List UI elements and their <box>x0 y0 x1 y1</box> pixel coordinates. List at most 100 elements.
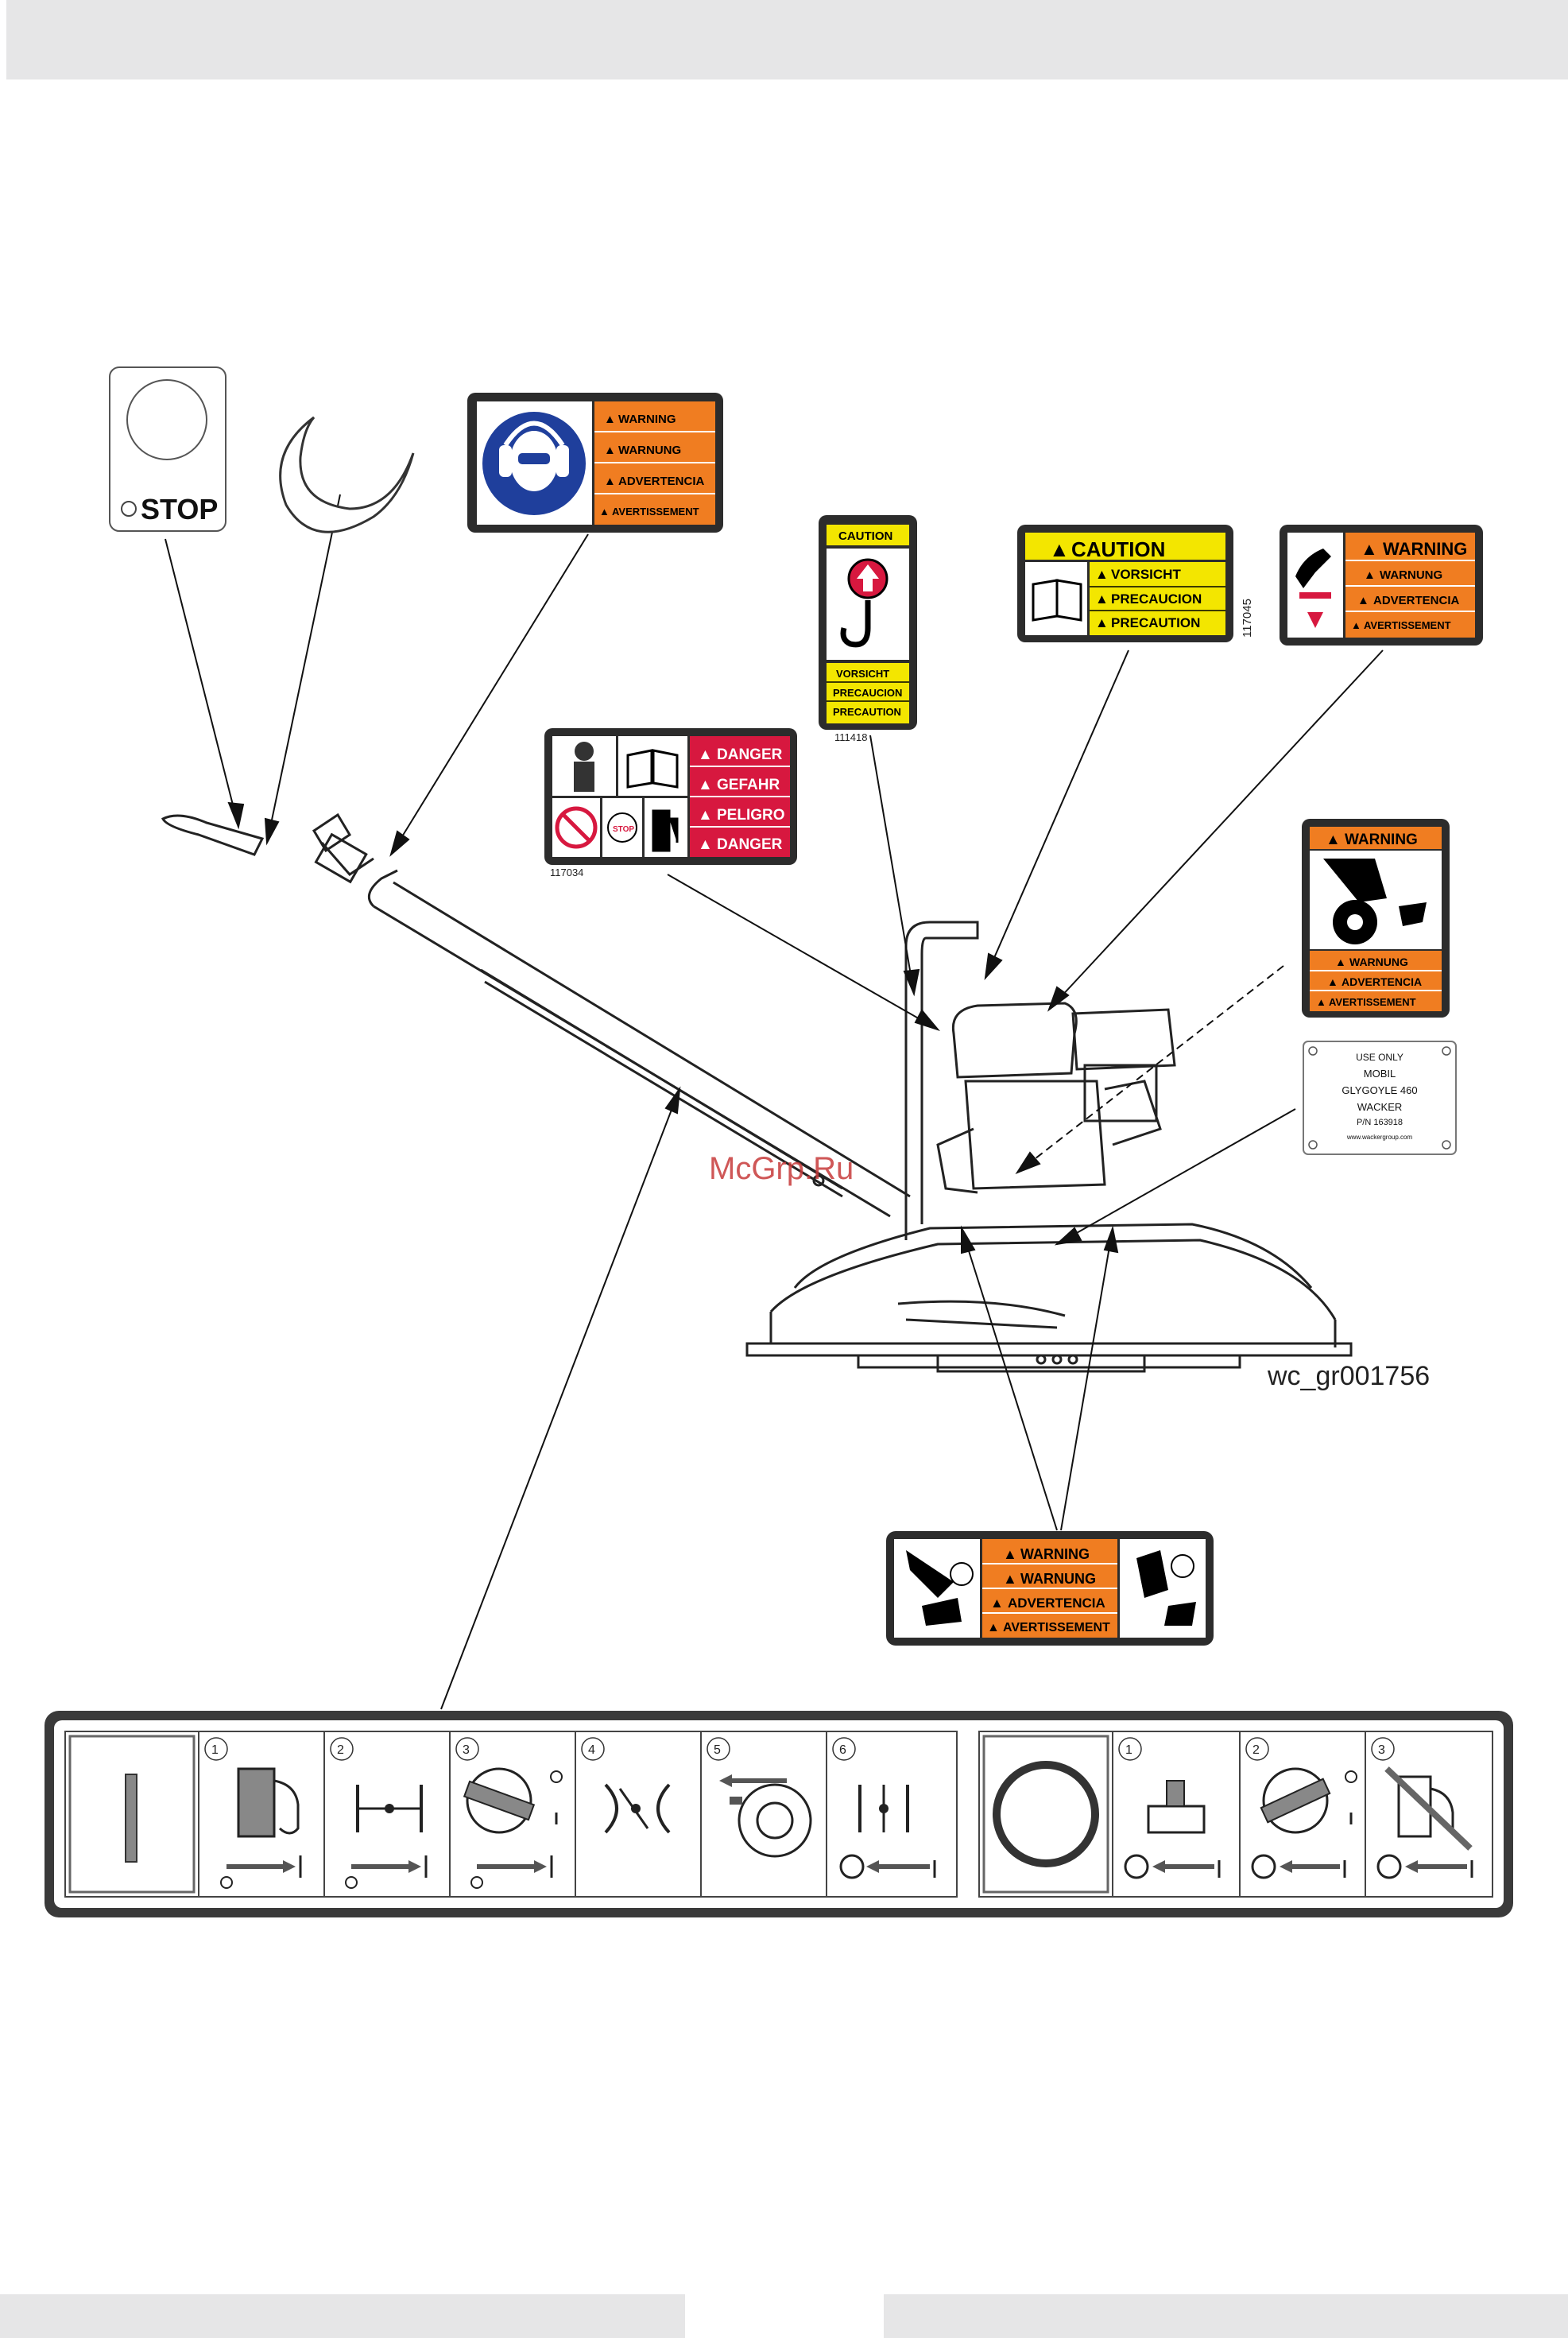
rotor-warning-decal: ▲ WARNING ▲ WARNUNG ▲ ADVERTENCIA ▲ AVER… <box>886 1531 1214 1646</box>
stop-switch-decal: STOP <box>109 366 226 532</box>
engine-head <box>1071 1008 1176 1071</box>
manual-read-icon <box>626 749 679 789</box>
svg-text:▲: ▲ <box>604 444 616 457</box>
on-symbol-icon <box>125 1774 137 1863</box>
choke-icon <box>385 1804 394 1813</box>
svg-text:▲: ▲ <box>1095 591 1109 607</box>
svg-text:▲: ▲ <box>990 1596 1004 1611</box>
start-step-5: 5 <box>714 1743 721 1757</box>
manual-caution-title: CAUTION <box>1071 537 1165 561</box>
manual-caution-decal: ▲ CAUTION ▲ VORSICHT ▲ PRECAUCION ▲ PREC… <box>1017 525 1254 642</box>
svg-text:▲: ▲ <box>1361 539 1378 559</box>
svg-text:▲: ▲ <box>1327 975 1338 988</box>
stop-step-3: 3 <box>1378 1743 1385 1757</box>
crush-line-2: ADVERTENCIA <box>1373 594 1460 607</box>
bottom-band-left <box>0 2294 685 2338</box>
crush-title: WARNING <box>1383 539 1467 559</box>
rotor-line-4: AVERTISSEMENT <box>1003 1621 1110 1634</box>
throttle-knob <box>312 812 352 853</box>
ppe-line-4: AVERTISSEMENT <box>612 506 699 518</box>
danger-line-2: GEFAHR <box>717 777 780 793</box>
svg-text:▲: ▲ <box>698 836 713 853</box>
watermark: McGrp.Ru <box>709 1151 854 1186</box>
lift-bar <box>904 921 979 1240</box>
leader-lines <box>165 494 1384 1710</box>
lifting-hook-icon <box>840 600 871 648</box>
svg-text:▲: ▲ <box>604 475 616 488</box>
stop-label: STOP <box>141 493 218 525</box>
oil-line-1: USE ONLY <box>1356 1052 1403 1063</box>
svg-text:▲: ▲ <box>1003 1546 1017 1562</box>
trowel-blade <box>745 1342 1353 1357</box>
no-flame-icon <box>555 806 598 849</box>
belt-line-2: ADVERTENCIA <box>1342 975 1422 988</box>
svg-text:▲: ▲ <box>604 413 616 426</box>
throttle-icon <box>604 1783 618 1834</box>
svg-text:▲: ▲ <box>1335 956 1346 968</box>
engine-block <box>964 1080 1106 1190</box>
fuel-pump-icon <box>652 809 679 852</box>
start-step-1: 1 <box>211 1743 219 1757</box>
svg-text:▲: ▲ <box>1095 567 1109 582</box>
lift-part-no: 111418 <box>834 731 867 743</box>
ppe-line-1: WARNING <box>618 413 676 426</box>
start-step-4: 4 <box>588 1743 595 1757</box>
stop-step-2: 2 <box>1252 1743 1260 1757</box>
manual-line-2: PRECAUCION <box>1111 591 1202 607</box>
rotor-line-3: ADVERTENCIA <box>1008 1596 1105 1611</box>
svg-text:▲: ▲ <box>1357 594 1369 607</box>
stop-indicator-icon <box>121 501 137 517</box>
rotor-line-1: WARNING <box>1020 1546 1090 1562</box>
lift-line-2: PRECAUCION <box>833 687 902 699</box>
lifting-caution-decal: CAUTION VORSICHT PRECAUCION PRECAUTION 1… <box>819 515 917 743</box>
stop-step-1: 1 <box>1125 1743 1132 1757</box>
stop-engine-icon <box>607 812 637 843</box>
handle-grip <box>161 814 265 856</box>
ppe-line-3: ADVERTENCIA <box>618 475 705 488</box>
engine-idle-icon <box>1147 1805 1206 1834</box>
ppe-warning-decal: ▲ WARNING ▲ WARNUNG ▲ ADVERTENCIA ▲ AVER… <box>467 393 723 533</box>
lift-caution-title: CAUTION <box>838 529 892 543</box>
top-band <box>6 0 1568 79</box>
fuel-valve-icon <box>237 1767 276 1838</box>
belt-entanglement-icon <box>1323 859 1387 902</box>
crush-line-1: WARNUNG <box>1380 568 1442 582</box>
hand-rotor-icon <box>1136 1550 1196 1626</box>
manual-part-no: 117045 <box>1241 599 1254 638</box>
machine-drawing <box>161 812 1353 1373</box>
oil-line-3: GLYGOYLE 460 <box>1342 1084 1417 1096</box>
svg-text:▲: ▲ <box>1316 996 1326 1008</box>
fuel-stop-text: STOP <box>613 825 634 834</box>
exhaust-person-icon <box>575 742 594 761</box>
hand-crush-icon <box>1295 549 1331 588</box>
svg-text:▲: ▲ <box>1095 615 1109 630</box>
start-step-2: 2 <box>337 1743 344 1757</box>
belt-title: WARNING <box>1345 832 1418 848</box>
svg-text:▲: ▲ <box>987 1621 1000 1634</box>
manual-line-1: VORSICHT <box>1111 567 1181 582</box>
guard-ring <box>793 1223 1313 1289</box>
start-step-3: 3 <box>463 1743 470 1757</box>
oil-url: www.wackergroup.com <box>1346 1134 1413 1141</box>
choke-open-icon <box>879 1804 889 1813</box>
fuel-danger-decal: STOP ▲ DANGER ▲ GEFAHR ▲ PELIGRO ▲ DANGE… <box>544 728 797 878</box>
svg-text:▲: ▲ <box>1351 619 1361 631</box>
crush-line-3: AVERTISSEMENT <box>1364 619 1451 631</box>
svg-text:▲: ▲ <box>698 777 713 793</box>
danger-line-1: DANGER <box>717 746 783 763</box>
off-symbol-icon <box>993 1761 1099 1867</box>
bottom-band-right <box>884 2294 1568 2338</box>
operation-strip: 1 2 3 4 5 6 <box>45 1711 1513 1917</box>
lift-line-3: PRECAUTION <box>833 706 901 718</box>
svg-text:▲: ▲ <box>1326 832 1341 848</box>
belt-warning-decal: ▲ WARNING ▲ WARNUNG ▲ ADVERTENCIA ▲ AVER… <box>1302 819 1450 1018</box>
crescent-decal <box>279 416 415 533</box>
svg-text:▲: ▲ <box>1049 537 1070 561</box>
lift-line-1: VORSICHT <box>836 668 889 680</box>
fuel-part-no: 117034 <box>550 867 583 878</box>
danger-line-4: DANGER <box>717 836 783 853</box>
figure-code: wc_gr001756 <box>1268 1361 1431 1391</box>
ppe-line-2: WARNUNG <box>618 444 681 457</box>
manual-line-3: PRECAUTION <box>1111 615 1200 630</box>
